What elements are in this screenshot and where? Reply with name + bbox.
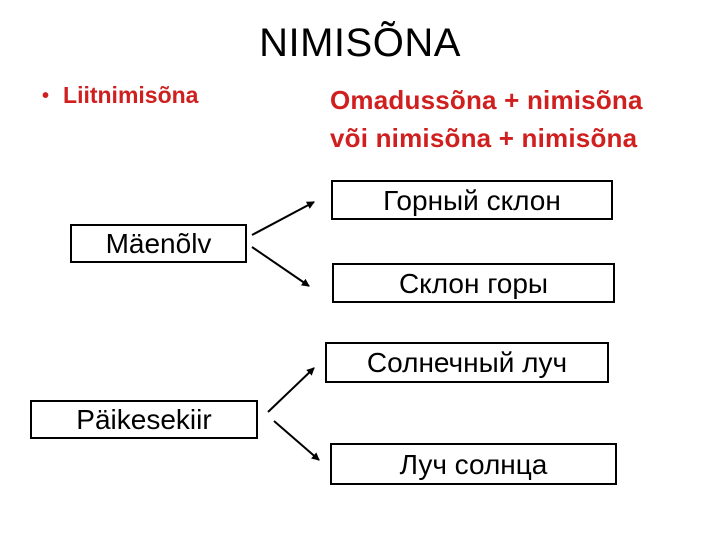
bullet-item-liitnimisona: • Liitnimisõna [42,82,198,109]
formula-line-2: või nimisõna + nimisõna [330,123,638,153]
diagram-box-luch-solntsa: Луч солнца [330,443,617,485]
arrow-maenolv-to-gorny-sklon [251,201,315,236]
diagram-box-paikesekiir: Päikesekiir [30,400,258,439]
diagram-box-sklon-gory: Склон горы [332,263,615,303]
formula-line-1: Omadussõna + nimisõna [330,85,643,115]
formula-text: Omadussõna + nimisõna või nimisõna + nim… [330,81,643,157]
arrow-paikesekiir-to-luch-solntsa [273,420,320,461]
arrow-paikesekiir-to-solnechny-luch [267,367,315,413]
diagram-box-gorny-sklon: Горный склон [331,180,613,220]
slide-title: NIMISÕNA [259,21,461,65]
bullet-label: Liitnimisõna [63,82,199,108]
bullet-marker: • [42,85,50,107]
diagram-box-maenolv: Mäenõlv [70,224,247,263]
arrow-maenolv-to-sklon-gory [251,246,310,287]
diagram-box-solnechny-luch: Солнечный луч [325,342,609,383]
